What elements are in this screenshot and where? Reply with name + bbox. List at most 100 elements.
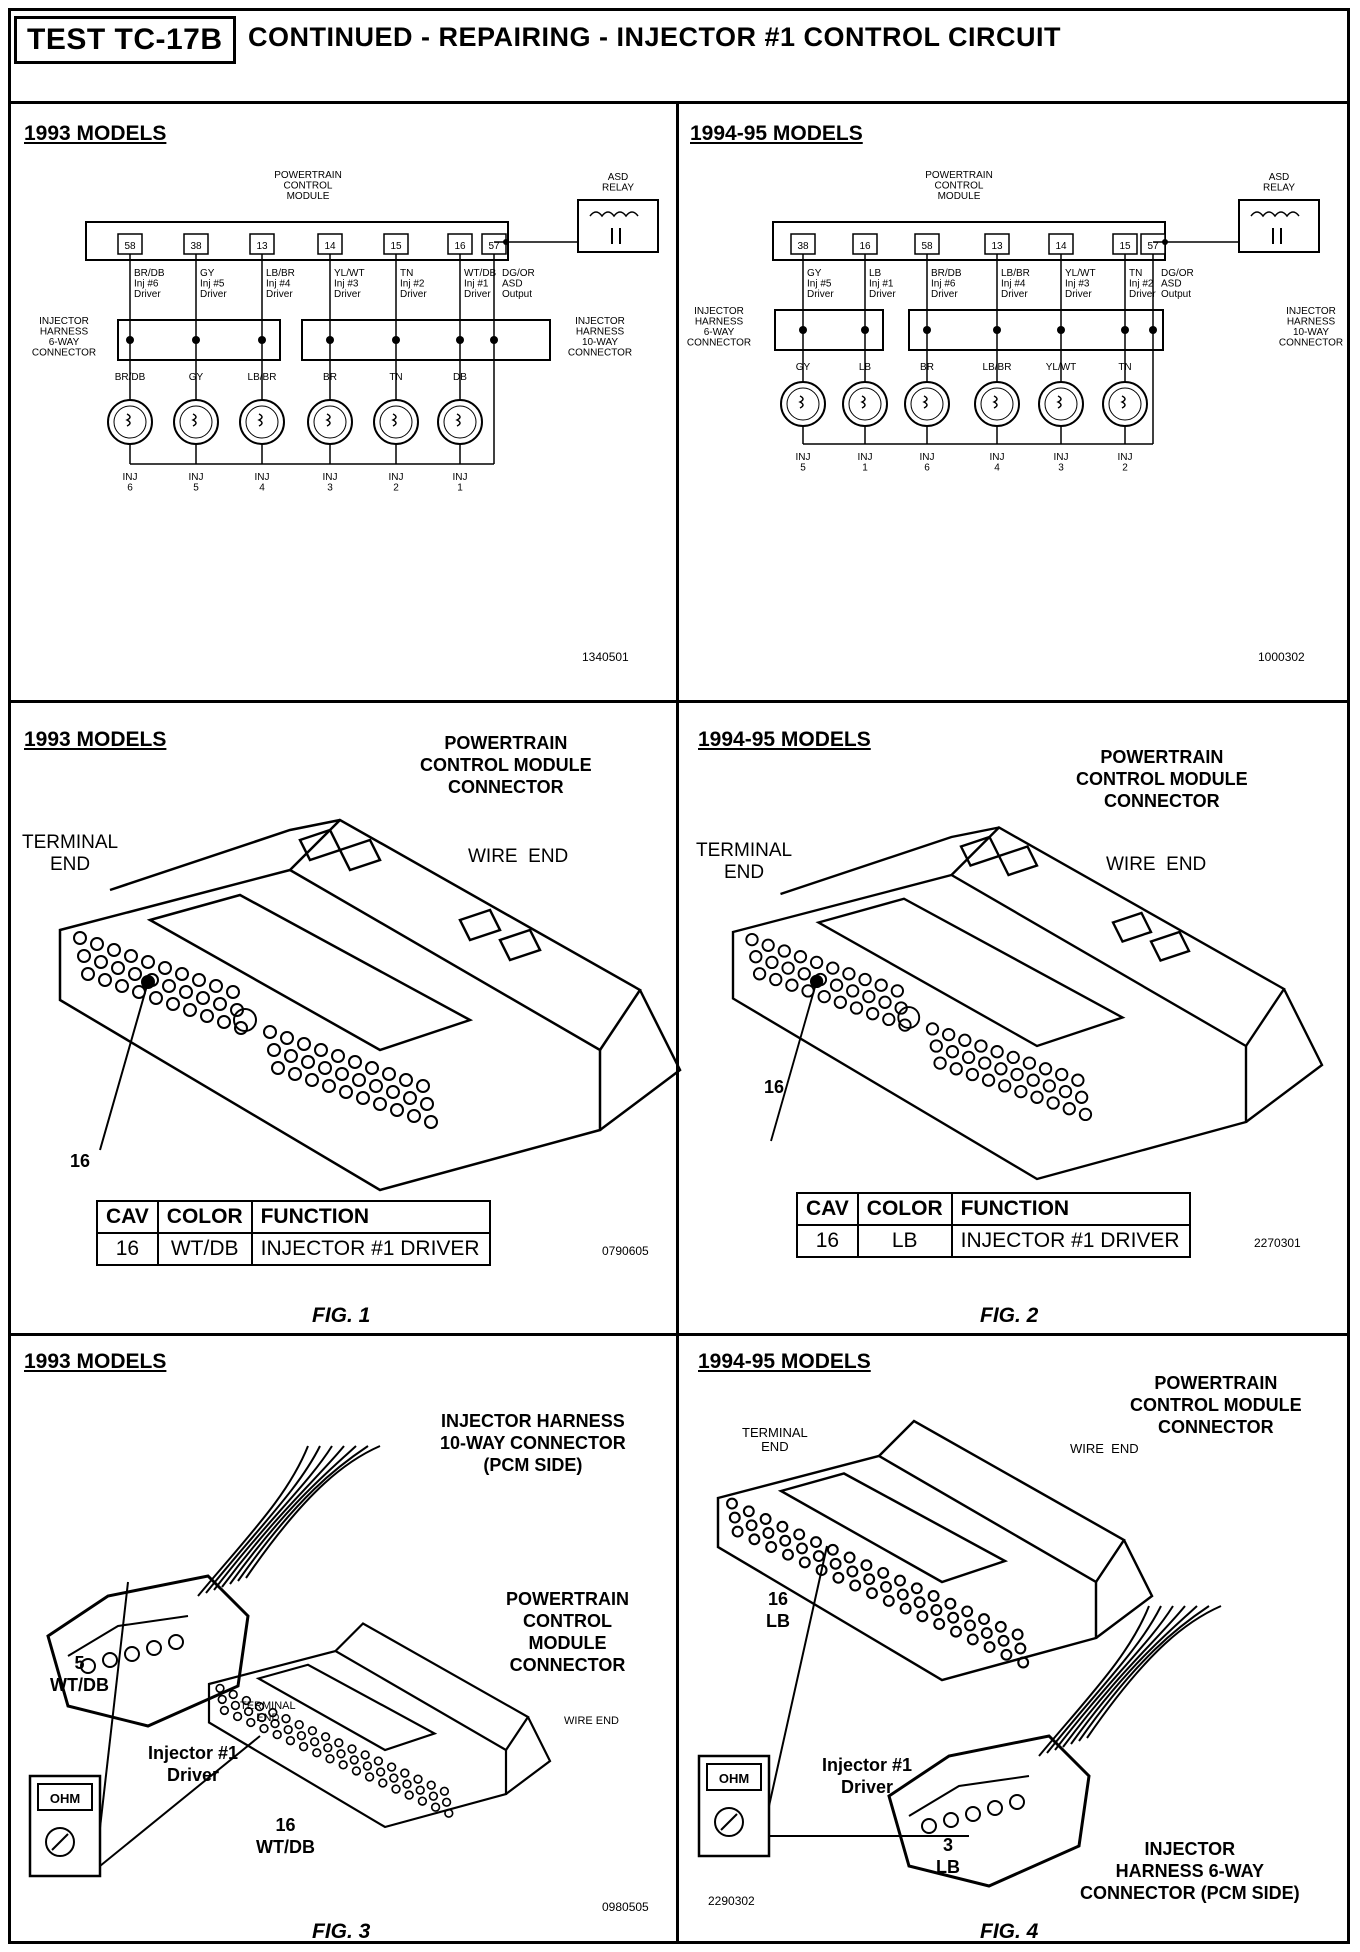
terminal-hole xyxy=(390,1103,404,1117)
terminal-hole xyxy=(983,1641,996,1654)
panel4-connector-label: POWERTRAIN CONTROL MODULE CONNECTOR xyxy=(1076,747,1248,811)
panel5-harness-label: INJECTOR HARNESS 10-WAY CONNECTOR (PCM S… xyxy=(440,1411,626,1475)
cav-header: CAV xyxy=(96,1200,159,1234)
terminal-hole xyxy=(234,1021,248,1035)
test-lead xyxy=(99,1735,261,1867)
terminal-hole xyxy=(415,1785,425,1795)
terminal-hole xyxy=(942,1027,956,1042)
asd-relay-box xyxy=(1238,199,1320,253)
terminal-hole xyxy=(128,967,142,981)
panel5-driver-label: Injector #1 Driver xyxy=(148,1743,239,1785)
terminal-hole xyxy=(833,995,848,1009)
pcm-box xyxy=(85,221,509,261)
terminal-hole xyxy=(305,1073,319,1087)
terminal-hole xyxy=(846,1565,859,1578)
terminal-hole xyxy=(283,1724,293,1735)
harness-wire xyxy=(221,1445,345,1588)
injector-harness-6-way-drawing xyxy=(887,1605,1222,1888)
terminal-hole xyxy=(339,1085,353,1099)
terminal-hole xyxy=(81,967,95,981)
pcm-connector-outline xyxy=(505,1716,552,1795)
page-frame xyxy=(8,8,1350,1944)
pcm-connector-drawing xyxy=(731,826,1324,1181)
terminal-hole xyxy=(325,1754,335,1764)
test-id: TEST TC-17B xyxy=(14,16,236,64)
harness-6-way-connector xyxy=(774,309,884,351)
pcm-connector-illustration xyxy=(58,818,682,1192)
terminal-hole xyxy=(858,972,872,987)
harness-connector-body xyxy=(46,1574,250,1728)
connector-pin xyxy=(126,336,134,344)
terminal-hole xyxy=(373,1756,384,1766)
terminal-hole xyxy=(347,1744,357,1754)
terminal-hole xyxy=(430,1802,441,1812)
terminal-hole xyxy=(426,1780,436,1790)
lower-wire-color: YL/WT xyxy=(1046,362,1077,373)
lower-wire-color: GY xyxy=(796,362,811,373)
terminal-hole xyxy=(759,1513,772,1525)
terminal-hole xyxy=(846,984,860,998)
connector-top xyxy=(950,826,1286,1047)
terminal-hole xyxy=(762,1527,775,1539)
terminal-hole xyxy=(761,938,775,952)
terminal-hole xyxy=(849,1579,862,1592)
panel5-pin-a: 5 WT/DB xyxy=(50,1653,109,1695)
connector-face xyxy=(58,868,602,1192)
terminal-hole xyxy=(407,1109,421,1123)
terminal-hole xyxy=(994,1062,1008,1076)
injector xyxy=(379,405,413,439)
terminal-hole xyxy=(175,967,189,981)
terminal-hole xyxy=(312,1748,322,1758)
injector xyxy=(179,405,213,439)
injector-coil xyxy=(257,413,263,427)
harness-connector-edge xyxy=(908,1775,1030,1817)
relay-coil xyxy=(589,211,639,218)
splice-dot xyxy=(1162,239,1168,245)
terminal-hole xyxy=(413,1774,423,1784)
terminal-hole xyxy=(961,1050,976,1065)
terminal-hole xyxy=(318,1061,332,1075)
terminal-hole xyxy=(964,1619,976,1632)
terminal-hole xyxy=(73,931,87,945)
lower-wire-color: BR xyxy=(323,372,337,383)
connector-pin xyxy=(392,336,400,344)
terminal-hole xyxy=(196,991,210,1005)
injector xyxy=(443,405,477,439)
terminal-hole xyxy=(866,1587,878,1600)
color-header: COLOR xyxy=(156,1200,253,1234)
harness-cavity xyxy=(987,1800,1003,1816)
panel5-pin-b: 16 WT/DB xyxy=(256,1815,315,1857)
terminal-hole xyxy=(420,1097,434,1111)
ohmmeter-dial xyxy=(714,1807,744,1837)
terminal-hole xyxy=(77,949,91,963)
harness-wire xyxy=(245,1445,381,1579)
connector-pin xyxy=(923,326,931,334)
harness-wire xyxy=(1078,1605,1210,1742)
terminal-hole xyxy=(913,1596,926,1609)
terminal-hole xyxy=(400,1768,410,1778)
row-divider-2 xyxy=(8,1333,1350,1336)
terminal-hole xyxy=(929,1039,943,1053)
terminal-hole xyxy=(192,973,206,987)
injector-coil xyxy=(391,413,397,427)
terminal-hole xyxy=(863,1573,876,1586)
terminal-hole xyxy=(424,1115,438,1129)
panel4-terminal-end: TERMINAL END xyxy=(696,840,793,883)
terminal-hole xyxy=(749,950,763,964)
terminal-hole xyxy=(798,1556,811,1569)
terminal-hole xyxy=(843,1551,856,1564)
terminal-hole xyxy=(338,1760,348,1770)
terminal-hole xyxy=(444,1808,454,1818)
terminal-hole xyxy=(978,1056,992,1070)
color-cell: LB xyxy=(856,1224,953,1258)
terminal-hole xyxy=(158,961,172,975)
terminal-hole xyxy=(232,1711,243,1722)
